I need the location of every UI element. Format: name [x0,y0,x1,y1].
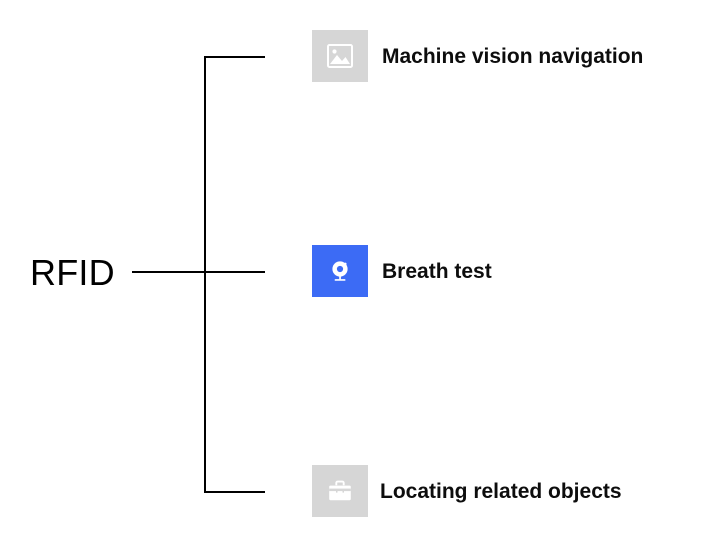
connector-spine [204,56,206,493]
connector-stem [132,271,265,273]
branch-item-machine-vision-navigation[interactable]: Machine vision navigation [312,30,643,82]
connector-arm-middle [204,271,265,273]
branch-item-locating-related-objects[interactable]: Locating related objects [312,465,622,517]
connector-arm-top [204,56,265,58]
branch-label-breath-test: Breath test [382,259,492,283]
branch-item-breath-test[interactable]: Breath test [312,245,492,297]
connector-arm-bottom [204,491,265,493]
branch-label-machine-vision-navigation: Machine vision navigation [382,44,644,68]
briefcase-icon [312,465,368,517]
branch-label-locating-related-objects: Locating related objects [380,479,622,503]
image-placeholder-icon [312,30,368,82]
root-node-label: RFID [30,252,115,293]
webcam-icon [312,245,368,297]
